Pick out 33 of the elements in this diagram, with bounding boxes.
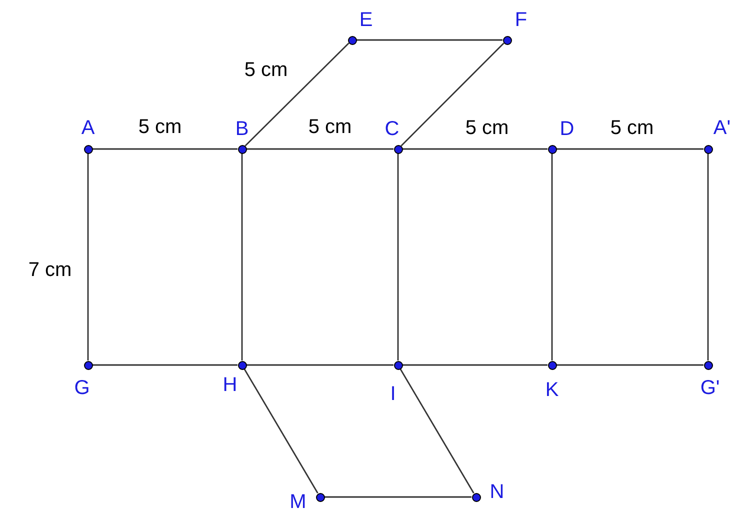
line-segment xyxy=(400,42,504,146)
point-label: H xyxy=(222,374,238,396)
point-label: N xyxy=(488,481,506,503)
point-label: E xyxy=(358,9,374,31)
point-label: B xyxy=(234,118,250,140)
line-segment xyxy=(551,154,553,360)
point-label: C xyxy=(384,118,400,140)
line-segment xyxy=(556,148,704,150)
point-label: G xyxy=(73,377,91,399)
line-segment xyxy=(356,39,502,41)
point-label: G' xyxy=(699,377,721,399)
line-segment xyxy=(87,154,89,360)
point-label: M xyxy=(288,491,308,513)
line-segment xyxy=(92,148,238,150)
line-segment xyxy=(324,496,472,498)
point-label: A xyxy=(80,117,96,139)
line-segment xyxy=(397,154,399,360)
line-segment xyxy=(92,364,238,366)
line-segment xyxy=(244,368,318,494)
line-segment xyxy=(402,148,548,150)
line-segment xyxy=(402,364,548,366)
line-segment xyxy=(246,148,394,150)
line-segment xyxy=(241,154,243,360)
point-label: A' xyxy=(712,117,732,139)
point-label: D xyxy=(558,118,576,140)
point-label: F xyxy=(514,9,528,31)
point-label: K xyxy=(544,379,560,401)
line-segment xyxy=(707,154,709,360)
line-segment xyxy=(246,364,394,366)
point-label: I xyxy=(389,383,397,405)
line-segment xyxy=(244,42,350,146)
line-segment xyxy=(556,364,704,366)
line-segment xyxy=(400,368,474,494)
